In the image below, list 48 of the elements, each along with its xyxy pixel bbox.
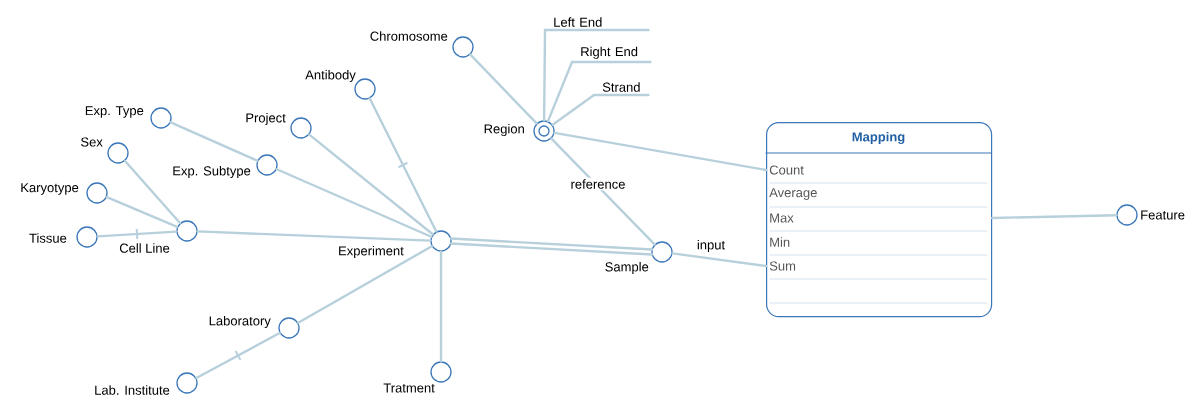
connector-line: [169, 121, 259, 162]
node-label: Karyotype: [21, 183, 79, 195]
connector-line: [553, 131, 768, 172]
connector-line: [542, 28, 547, 122]
connector-line: [308, 133, 434, 236]
node-label: Exp. Type: [85, 106, 144, 118]
field-row: Max: [770, 213, 794, 223]
box-title: Mapping: [852, 131, 905, 145]
node-label: Experiment: [339, 245, 404, 259]
edge-label: reference: [569, 177, 627, 191]
node-label: Tissue: [29, 233, 67, 243]
node-label: Tratment: [383, 383, 435, 393]
edge-label: input: [695, 238, 727, 254]
connector-line: [196, 230, 432, 242]
node-label: Sample: [605, 261, 649, 275]
node-label: Project: [246, 112, 286, 126]
connector-line: [546, 60, 574, 123]
attribute-label: Strand: [592, 82, 650, 97]
connector-line: [449, 242, 654, 256]
connector-line: [469, 53, 538, 125]
connector-line: [105, 195, 179, 229]
attribute-label: Left End: [543, 17, 650, 32]
connector-line: [551, 93, 596, 126]
node-label: Lab. Institute: [95, 385, 170, 395]
connector-line: [449, 237, 654, 251]
attribute-label: Right End: [570, 46, 652, 64]
field-row: Sum: [769, 261, 796, 271]
field-row: Count: [769, 165, 804, 175]
field-row: Average: [769, 188, 817, 200]
node-label: Region: [484, 123, 524, 137]
connector-line: [991, 214, 1118, 220]
connector-line: [671, 252, 768, 268]
node-label: Cell Line: [119, 243, 170, 253]
connector-line: [439, 250, 443, 363]
field-row: Min: [770, 237, 790, 247]
connector-line: [123, 159, 182, 225]
node-label: Antibody: [305, 69, 356, 83]
node-label: Feature: [1141, 210, 1185, 220]
node-label: Laboratory: [209, 315, 271, 329]
connector-line: [96, 228, 178, 240]
node-label: Exp. Subtype: [173, 165, 251, 179]
connector-line: [368, 97, 438, 233]
node-label: Sex: [81, 137, 103, 147]
node-label: Chromosome: [370, 31, 448, 41]
connector-line: [195, 331, 281, 380]
connector-line: [297, 245, 433, 324]
connector-line: [550, 137, 656, 246]
connector-line: [275, 168, 433, 238]
